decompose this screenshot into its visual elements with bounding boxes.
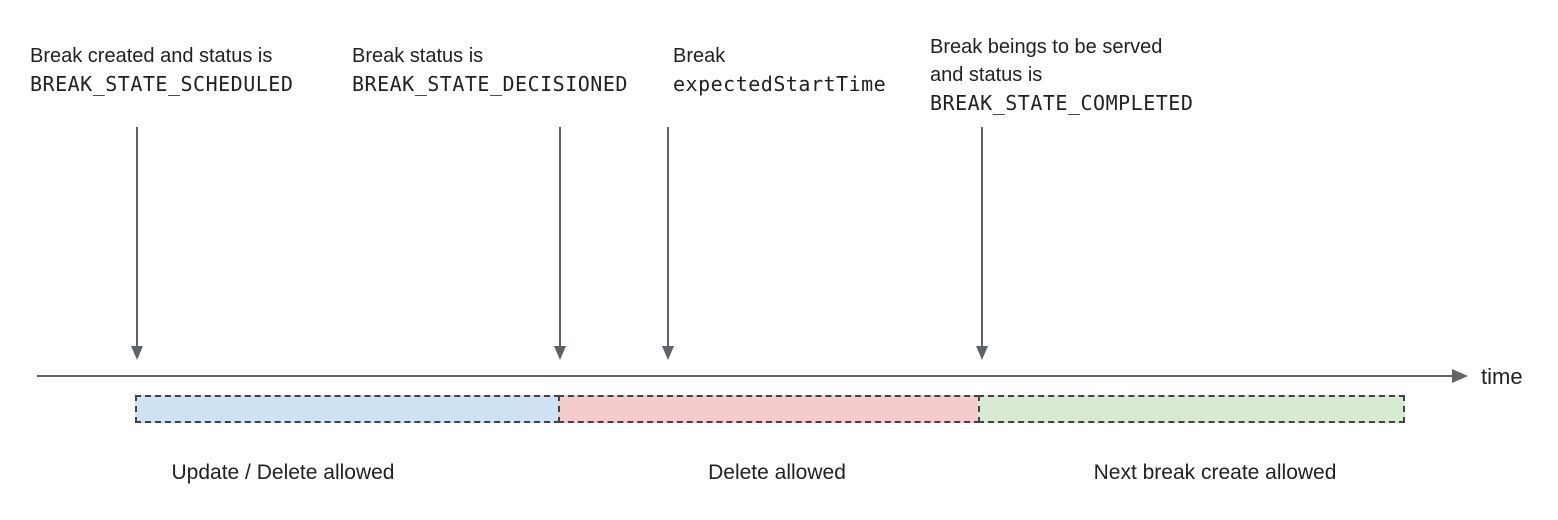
arrow-shaft	[136, 127, 138, 346]
annotation-text: Break status is	[352, 45, 484, 67]
arrow-shaft	[667, 127, 669, 346]
segment-label: Delete allowed	[708, 461, 846, 484]
segment-label: Next break create allowed	[1093, 461, 1337, 484]
annotation-code: BREAK_STATE_SCHEDULED	[30, 72, 294, 96]
arrow-head	[131, 346, 143, 360]
annotation-expected-start-time: Break expectedStartTime	[673, 42, 886, 98]
annotation-break-scheduled: Break created and status is BREAK_STATE_…	[30, 42, 293, 98]
arrow-head	[662, 346, 674, 360]
annotation-text: Break created and status is	[30, 45, 273, 67]
arrow-head	[554, 346, 566, 360]
down-arrow-icon	[662, 127, 674, 360]
segment-update-delete-allowed	[135, 395, 560, 423]
annotation-break-completed: Break beings to be served and status is …	[930, 33, 1193, 117]
down-arrow-icon	[976, 127, 988, 360]
segment-next-break-create-allowed	[978, 395, 1405, 423]
arrow-shaft	[559, 127, 561, 346]
annotation-code: expectedStartTime	[673, 72, 887, 96]
annotation-text: and status is	[930, 64, 1043, 86]
annotation-text: Break	[673, 45, 726, 67]
segment-delete-allowed	[558, 395, 980, 423]
time-axis-line	[37, 375, 1453, 377]
annotation-text: Break beings to be served	[930, 36, 1163, 58]
arrow-shaft	[981, 127, 983, 346]
annotation-code: BREAK_STATE_DECISIONED	[352, 72, 628, 96]
annotation-break-decisioned: Break status is BREAK_STATE_DECISIONED	[352, 42, 628, 98]
right-arrow-icon	[1452, 369, 1468, 383]
time-axis-label: time	[1481, 364, 1523, 389]
segment-label: Update / Delete allowed	[171, 461, 395, 484]
down-arrow-icon	[131, 127, 143, 360]
annotation-code: BREAK_STATE_COMPLETED	[930, 91, 1194, 115]
down-arrow-icon	[554, 127, 566, 360]
arrow-head	[976, 346, 988, 360]
